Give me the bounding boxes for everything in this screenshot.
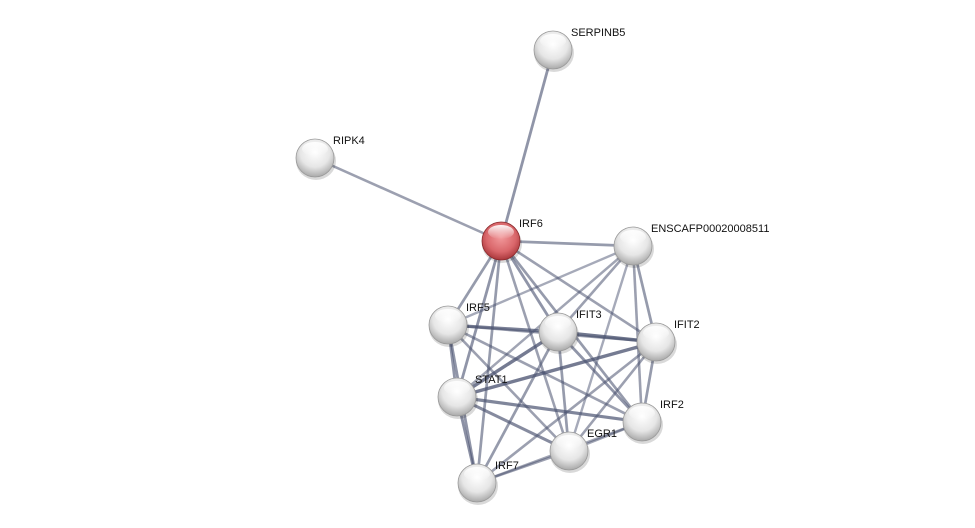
edge-stat1-egr1[interactable]	[456, 395, 570, 453]
edge-ifit2-stat1[interactable]	[456, 340, 657, 399]
edge-enscafp00020008511-egr1[interactable]	[567, 245, 635, 452]
node-label: STAT1	[475, 374, 508, 386]
edge-stat1-irf2[interactable]	[456, 395, 643, 424]
node-label: EGR1	[587, 428, 617, 440]
node-label: IFIT3	[576, 309, 602, 321]
edge-irf6-irf7[interactable]	[475, 240, 503, 484]
edge-enscafp00020008511-irf5[interactable]	[447, 244, 634, 327]
edge-ifit3-egr1[interactable]	[556, 331, 571, 452]
node-ifit2[interactable]: IFIT2	[636, 319, 700, 364]
node-egr1[interactable]: EGR1	[549, 428, 617, 473]
edge-ifit3-irf7[interactable]	[475, 331, 560, 484]
node-label: RIPK4	[333, 135, 365, 147]
node-ifit3[interactable]: IFIT3	[538, 309, 602, 354]
edge-irf5-egr1[interactable]	[447, 324, 570, 452]
node-label: IRF5	[466, 302, 490, 314]
edge-irf6-stat1[interactable]	[455, 240, 503, 398]
node-label: IFIT2	[674, 319, 700, 331]
node-label: ENSCAFP00020008511	[651, 223, 769, 235]
node-ripk4[interactable]: RIPK4	[295, 135, 365, 180]
edge-irf6-serpinb5[interactable]	[499, 49, 555, 242]
node-irf2[interactable]: IRF2	[622, 399, 684, 444]
edge-ifit3-irf2[interactable]	[556, 331, 644, 423]
node-label: IRF6	[519, 218, 543, 230]
node-serpinb5[interactable]: SERPINB5	[533, 27, 625, 72]
node-label: IRF7	[495, 460, 519, 472]
node-stat1[interactable]: STAT1	[437, 374, 508, 419]
node-label: IRF2	[660, 399, 684, 411]
node-irf6[interactable]: IRF6	[481, 218, 543, 263]
edge-ifit2-egr1[interactable]	[567, 341, 658, 452]
node-irf5[interactable]: IRF5	[428, 302, 490, 347]
edge-irf6-enscafp00020008511[interactable]	[500, 239, 634, 248]
node-irf7[interactable]: IRF7	[457, 460, 519, 505]
node-label: SERPINB5	[571, 27, 625, 39]
edge-ifit3-stat1[interactable]	[456, 330, 559, 399]
node-enscafp00020008511[interactable]: ENSCAFP00020008511	[613, 223, 769, 268]
edges	[314, 49, 658, 485]
edge-irf6-ripk4[interactable]	[314, 156, 502, 243]
edge-enscafp00020008511-irf2[interactable]	[631, 245, 644, 423]
